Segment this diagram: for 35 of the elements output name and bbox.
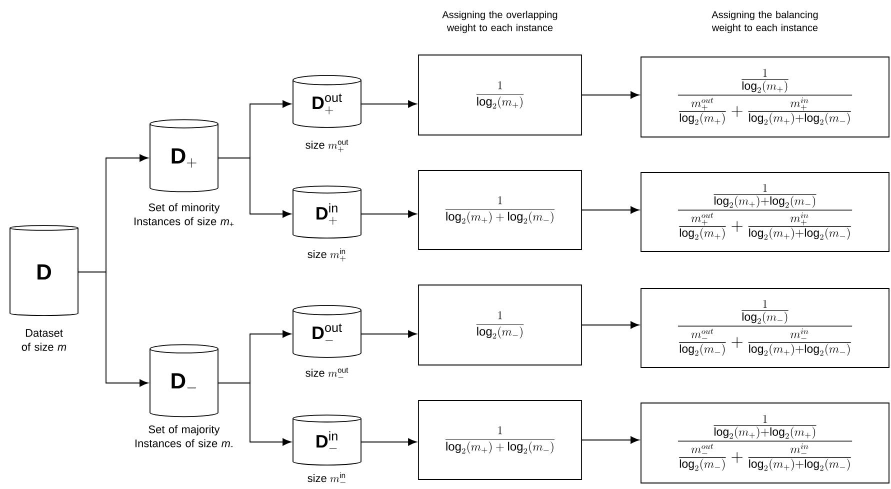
arrow xyxy=(582,321,640,329)
arrow xyxy=(582,206,640,214)
set-label: Dataset of size m xyxy=(22,329,66,351)
database-cylinder: $\mathbf{D}_{+}^{\mathrm{in}}$ xyxy=(292,186,362,238)
formula-box: $\frac{1}{\log_2(m_+)}$ xyxy=(418,54,582,136)
database-cylinder: $\mathbf{D}_{-}^{\mathrm{out}}$ xyxy=(292,305,362,358)
size-label: $\text{size } m_{+}^{\mathrm{in}}$ xyxy=(308,248,346,262)
column-heading: Assigning the balancing weight to each instance xyxy=(712,10,818,34)
size-label: $\text{size } m_{-}^{\mathrm{out}}$ xyxy=(306,368,348,378)
formula-box: $\frac{\frac{1}{\log_2(m_+)}}{\frac{m_+^{out}}{\log_2(m_+)}+\frac{m_+^{in}}{\log_2(m_+)+\log_2(m_-)}}$ xyxy=(640,56,890,138)
column-heading: Assigning the overlapping weight to each instance xyxy=(442,10,558,34)
database-cylinder: $\mathbf{D}$ xyxy=(10,225,78,316)
arrow xyxy=(582,91,640,99)
arrow xyxy=(361,210,417,218)
arrow xyxy=(218,158,292,218)
set-label: Set of minority Instances of size m$_{+}$ xyxy=(134,203,234,226)
formula-box: $\frac{\frac{1}{\log_2(m_+)+\log_2(m_-)}}{\frac{m_+^{out}}{\log_2(m_+)}+\frac{m_+^{in}}{\log_2(m_+)+\log_2(m_-)}}$ xyxy=(640,172,890,252)
arrow xyxy=(361,438,417,446)
arrow xyxy=(582,436,640,444)
size-label: $\text{size } m_{+}^{\mathrm{out}}$ xyxy=(306,140,348,152)
formula-box: $\frac{1}{\log_2(m_-)}$ xyxy=(418,284,582,366)
formula-box: $\frac{\frac{1}{\log_2(m_+)+\log_2(m_+)}}{\frac{m_-^{out}}{\log_2(m_-)}+\frac{m_-^{in}}{\log_2(m_+)+\log_2(m_-)}}$ xyxy=(640,402,890,484)
database-cylinder: $\mathbf{D}_{+}$ xyxy=(150,119,218,192)
arrow xyxy=(361,100,417,108)
arrow xyxy=(361,330,417,338)
formula-box: $\frac{1}{\log_2(m_+)+\log_2(m_-)}$ xyxy=(418,400,582,480)
arrow xyxy=(78,272,148,387)
formula-box: $\frac{\frac{1}{\log_2(m_-)}}{\frac{m_-^{out}}{\log_2(m_-)}+\frac{m_-^{in}}{\log_2(m_+)+\log_2(m_-)}}$ xyxy=(640,288,890,368)
formula-box: $\frac{1}{\log_2(m_+)+\log_2(m_-)}$ xyxy=(418,170,582,250)
database-cylinder: $\mathbf{D}_{-}$ xyxy=(150,344,218,418)
database-cylinder: $\mathbf{D}_{+}^{\mathrm{out}}$ xyxy=(292,75,362,128)
arrow xyxy=(218,382,292,446)
set-label: Set of majority Instances of size m$_{-}$ xyxy=(136,425,233,448)
size-label: $\text{size } m_{-}^{\mathrm{in}}$ xyxy=(308,472,346,483)
database-cylinder: $\mathbf{D}_{-}^{\mathrm{in}}$ xyxy=(292,414,362,466)
